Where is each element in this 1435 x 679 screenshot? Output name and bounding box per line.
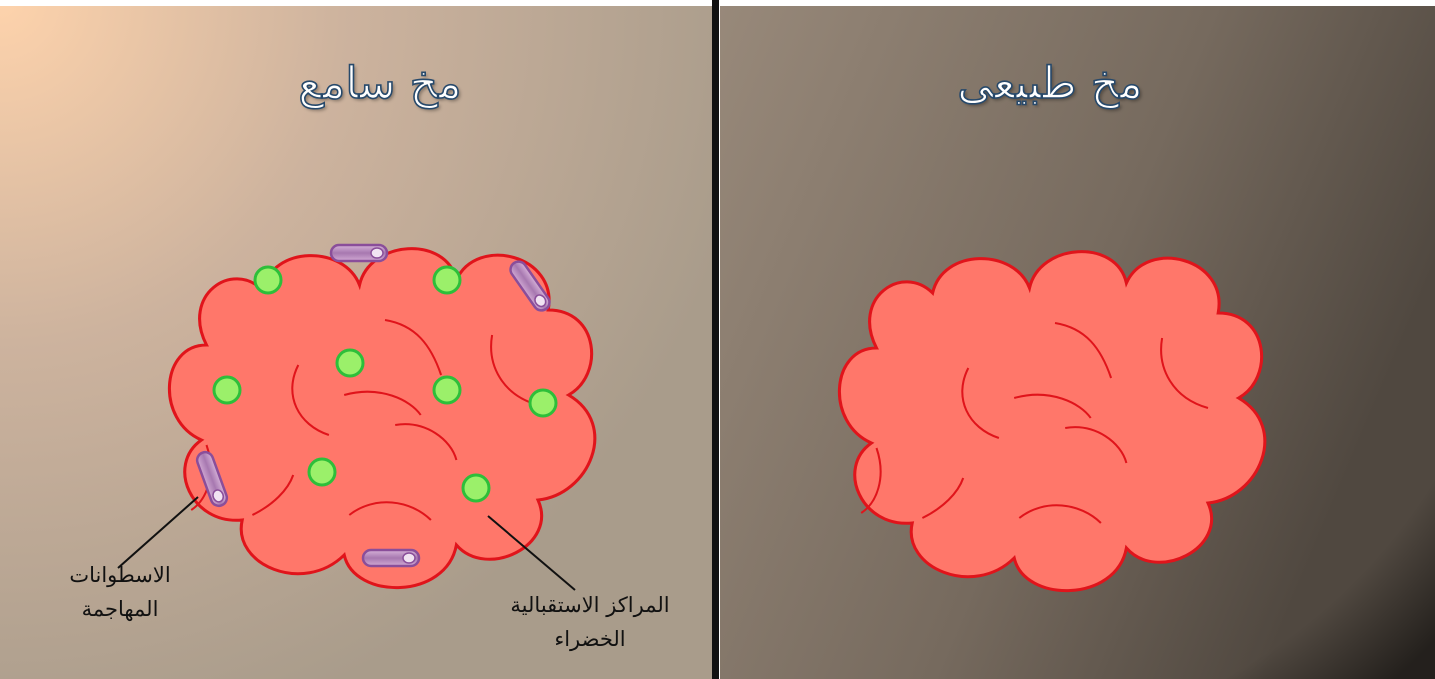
green-receptors-label-line1: المراكز الاستقبالية — [470, 588, 710, 622]
attacking-rods-label-line2: المهاجمة — [20, 592, 220, 626]
green-receptor-dot-icon — [434, 267, 460, 293]
green-receptor-dot-icon — [434, 377, 460, 403]
attacking-rods-label-line1: الاسطوانات — [20, 558, 220, 592]
green-receptor-dot-icon — [255, 267, 281, 293]
green-receptor-dot-icon — [530, 390, 556, 416]
green-receptor-dot-icon — [309, 459, 335, 485]
green-receptor-dot-icon — [463, 475, 489, 501]
attacking-rods-label: الاسطوانات المهاجمة — [20, 558, 220, 626]
panel-divider — [712, 0, 719, 679]
green-receptor-dot-icon — [214, 377, 240, 403]
green-receptors-label: المراكز الاستقبالية الخضراء — [470, 588, 710, 656]
purple-rod-icon — [363, 550, 419, 566]
green-receptors-label-line2: الخضراء — [470, 622, 710, 656]
left-panel-title: مخ سامع — [230, 58, 530, 109]
purple-rod-icon — [331, 245, 387, 261]
green-receptor-dot-icon — [337, 350, 363, 376]
right-panel-title: مخ طبيعى — [900, 58, 1200, 109]
